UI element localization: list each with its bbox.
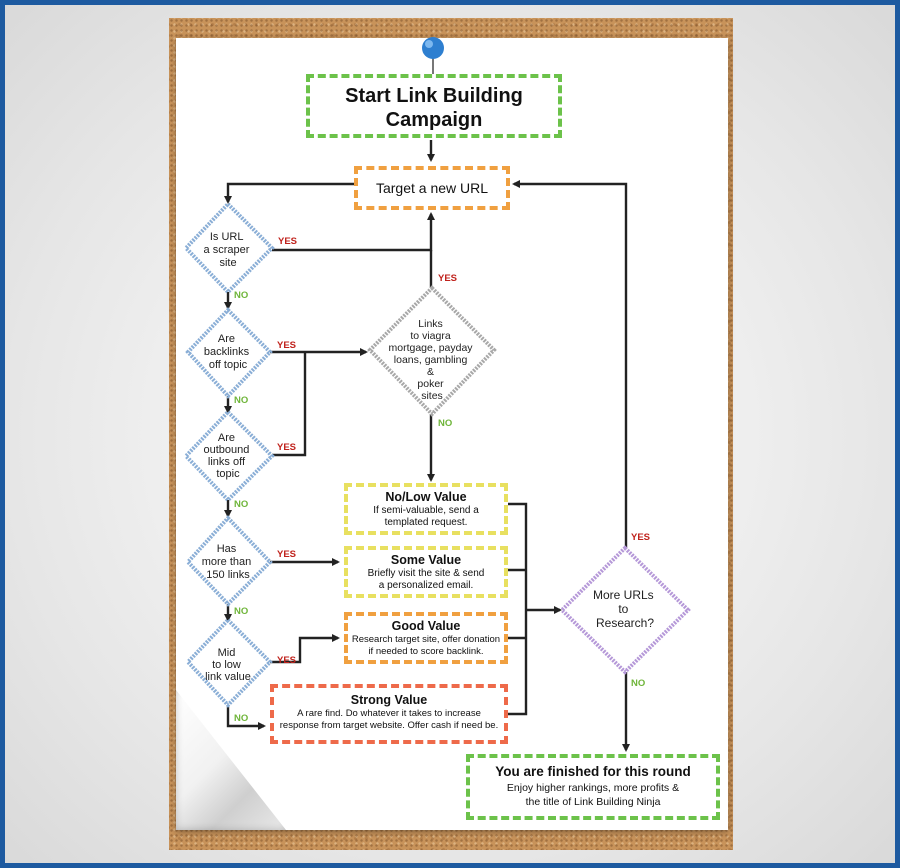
strong-value-line1: A rare find. Do whatever it takes to inc… bbox=[297, 708, 481, 719]
line-outbound-yes bbox=[272, 352, 307, 457]
yes-label-scraper: YES bbox=[278, 236, 297, 247]
decision-150-shape bbox=[185, 515, 273, 607]
finish-title: You are finished for this round bbox=[495, 764, 691, 779]
arrow-midlow-no bbox=[226, 705, 266, 730]
no-label-moreurls: NO bbox=[631, 678, 645, 689]
arrow-midlow-yes bbox=[270, 634, 340, 664]
arrow-moreurls-yes bbox=[512, 180, 628, 548]
strong-value-title: Strong Value bbox=[350, 693, 428, 707]
no-label-150: NO bbox=[234, 606, 248, 617]
strong-value-box: Strong Value A rare find. Do whatever it… bbox=[270, 684, 508, 744]
yes-label-backlinks: YES bbox=[277, 340, 296, 351]
some-value-title: Some Value bbox=[390, 553, 462, 567]
finish-line1: Enjoy higher rankings, more profits & bbox=[506, 782, 680, 794]
finish-box: You are finished for this round Enjoy hi… bbox=[466, 754, 720, 820]
nolow-value-line1: If semi-valuable, send a bbox=[373, 505, 479, 516]
line-values-bracket bbox=[508, 502, 528, 716]
push-pin-icon bbox=[422, 37, 444, 74]
yes-label-moreurls: YES bbox=[631, 532, 650, 543]
good-value-title: Good Value bbox=[391, 619, 461, 633]
some-value-line1: Briefly visit the site & send bbox=[367, 568, 485, 579]
some-value-box: Some Value Briefly visit the site & send… bbox=[344, 546, 508, 598]
decision-backlinks-shape bbox=[185, 307, 273, 399]
decision-moreurls-text: More URLs to Research? bbox=[593, 588, 657, 630]
decision-scraper-text: Is URL a scraper site bbox=[204, 231, 253, 269]
arrow-target-scraper bbox=[224, 182, 358, 204]
nolow-value-line2: templated request. bbox=[384, 517, 468, 528]
yes-label-outbound: YES bbox=[277, 442, 296, 453]
good-value-line1: Research target site, offer donation bbox=[351, 634, 501, 645]
start-title-line2: Campaign bbox=[385, 109, 483, 131]
good-value-box: Good Value Research target site, offer d… bbox=[344, 612, 508, 664]
decision-midlow-text: Mid to low link value bbox=[205, 647, 251, 683]
decision-viagra-text: Links to viagra mortgage, payday loans, … bbox=[389, 318, 476, 402]
decision-outbound-text: Are outbound links off topic bbox=[204, 432, 253, 480]
no-label-backlinks: NO bbox=[234, 395, 248, 406]
connectors bbox=[224, 140, 630, 752]
no-label-viagra: NO bbox=[438, 418, 452, 429]
decision-viagra-shape bbox=[367, 285, 497, 417]
target-url-text: Target a new URL bbox=[375, 180, 489, 196]
no-label-scraper: NO bbox=[234, 290, 248, 301]
no-label-outbound: NO bbox=[234, 499, 248, 510]
yes-label-midlow: YES bbox=[277, 655, 296, 666]
yes-label-viagra: YES bbox=[438, 273, 457, 284]
no-label-midlow: NO bbox=[234, 713, 248, 724]
decision-scraper-shape bbox=[183, 201, 275, 295]
decision-outbound-shape bbox=[183, 409, 275, 503]
strong-value-line2: response from target website. Offer cash… bbox=[279, 720, 499, 731]
finish-line2: the title of Link Building Ninja bbox=[525, 796, 661, 808]
nolow-value-box: No/Low Value If semi-valuable, send a te… bbox=[344, 483, 508, 535]
start-title-line1: Start Link Building bbox=[345, 85, 523, 107]
decision-150-text: Has more than 150 links bbox=[202, 543, 255, 581]
target-url-box: Target a new URL bbox=[354, 166, 510, 210]
some-value-line2: a personalized email. bbox=[378, 580, 474, 591]
decision-backlinks-text: Are backlinks off topic bbox=[204, 333, 252, 371]
start-box: Start Link Building Campaign bbox=[306, 74, 562, 138]
yes-label-150: YES bbox=[277, 549, 296, 560]
decision-moreurls-shape bbox=[559, 545, 691, 675]
decision-midlow-shape bbox=[185, 617, 273, 708]
good-value-line2: if needed to score backlink. bbox=[368, 646, 484, 657]
nolow-value-title: No/Low Value bbox=[385, 490, 467, 504]
